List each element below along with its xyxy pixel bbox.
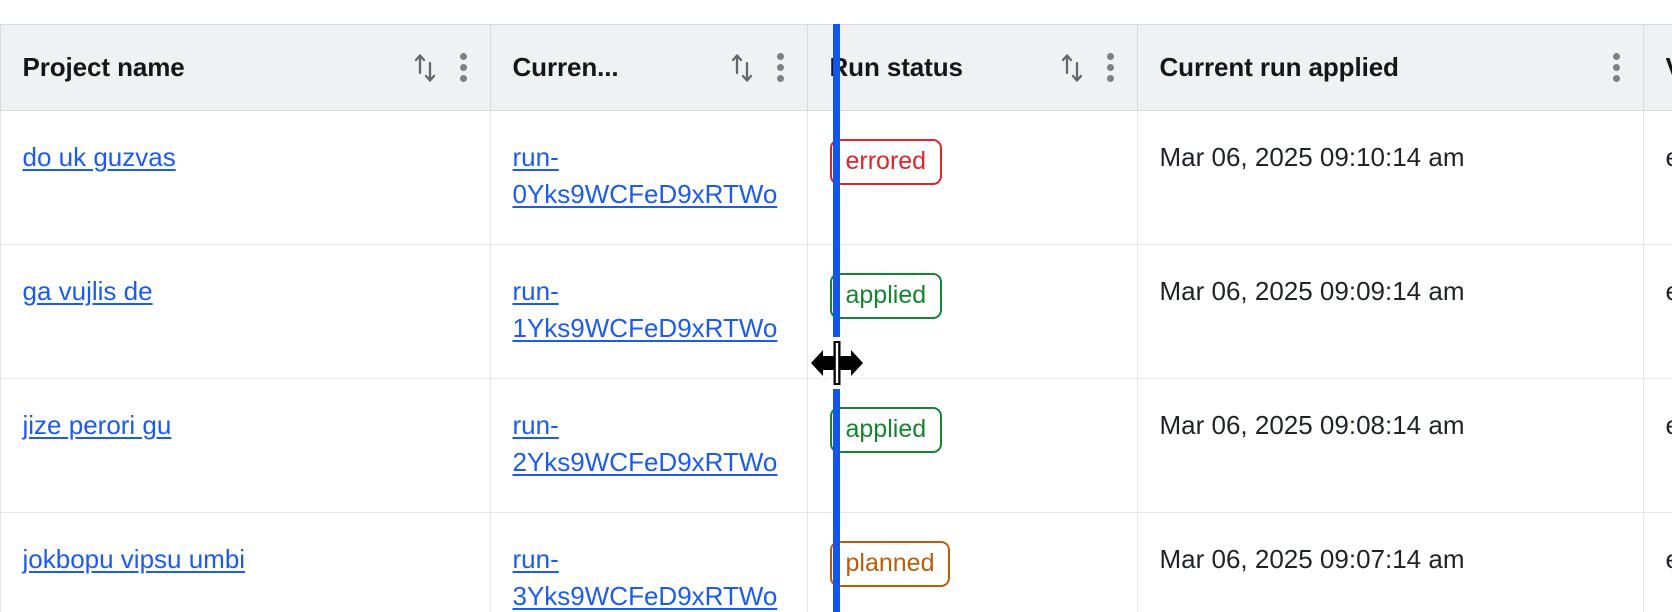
cell-project-name: ga vujlis de bbox=[0, 244, 491, 379]
cell-current-run-applied: Mar 06, 2025 09:10:14 am bbox=[1137, 110, 1644, 245]
cell-project-name: jokbopu vipsu umbi bbox=[0, 512, 491, 612]
column-header-label-project-name: Project name bbox=[22, 52, 185, 82]
cell-current-run: run-3Yks9WCFeD9xRTWo bbox=[490, 512, 808, 612]
cell-current-run-applied: Mar 06, 2025 09:08:14 am bbox=[1137, 378, 1644, 513]
table-header: Project name bbox=[0, 24, 1672, 111]
table-row[interactable]: ga vujlis de run-1Yks9WCFeD9xRTWo applie… bbox=[0, 244, 1672, 379]
kebab-menu-icon[interactable] bbox=[1106, 52, 1115, 83]
project-name-link[interactable]: jokbopu vipsu umbi bbox=[22, 544, 246, 574]
table-body: do uk guzvas run-0Yks9WCFeD9xRTWo errore… bbox=[0, 110, 1672, 612]
cell-partial-right: e bbox=[1643, 110, 1672, 245]
cell-run-status: applied bbox=[807, 378, 1138, 513]
table-scroll-container[interactable]: Project name bbox=[0, 24, 1672, 612]
cell-run-status: errored bbox=[807, 110, 1138, 245]
sort-icon[interactable] bbox=[412, 51, 438, 85]
cell-partial-right: e bbox=[1643, 244, 1672, 379]
kebab-menu-icon[interactable] bbox=[776, 52, 785, 83]
cell-run-status: planned bbox=[807, 512, 1138, 612]
current-run-link[interactable]: run-2Yks9WCFeD9xRTWo bbox=[512, 410, 778, 477]
status-badge: errored bbox=[829, 139, 943, 185]
project-name-link[interactable]: ga vujlis de bbox=[22, 276, 153, 306]
cell-current-run-applied: Mar 06, 2025 09:07:14 am bbox=[1137, 512, 1644, 612]
current-run-link[interactable]: run-3Yks9WCFeD9xRTWo bbox=[512, 544, 778, 611]
table-row[interactable]: do uk guzvas run-0Yks9WCFeD9xRTWo errore… bbox=[0, 110, 1672, 245]
cell-current-run: run-0Yks9WCFeD9xRTWo bbox=[490, 110, 808, 245]
status-badge: applied bbox=[829, 273, 943, 319]
project-name-link[interactable]: do uk guzvas bbox=[22, 142, 176, 172]
column-header-label-current-run: Curren... bbox=[512, 52, 619, 82]
projects-table: Project name bbox=[0, 24, 1672, 612]
status-badge: planned bbox=[829, 541, 951, 587]
cell-partial-right: e bbox=[1643, 378, 1672, 513]
kebab-menu-icon[interactable] bbox=[459, 52, 468, 83]
cell-current-run: run-2Yks9WCFeD9xRTWo bbox=[490, 378, 808, 513]
current-run-link[interactable]: run-0Yks9WCFeD9xRTWo bbox=[512, 142, 778, 209]
cell-current-run: run-1Yks9WCFeD9xRTWo bbox=[490, 244, 808, 379]
column-header-label-partial-right: V bbox=[1666, 52, 1672, 83]
cell-current-run-applied: Mar 06, 2025 09:09:14 am bbox=[1137, 244, 1644, 379]
current-run-link[interactable]: run-1Yks9WCFeD9xRTWo bbox=[512, 276, 778, 343]
column-header-project-name[interactable]: Project name bbox=[0, 24, 491, 111]
column-header-current-run-applied[interactable]: Current run applied bbox=[1137, 24, 1644, 111]
cell-project-name: do uk guzvas bbox=[0, 110, 491, 245]
column-header-run-status[interactable]: Run status bbox=[807, 24, 1138, 111]
column-header-label-current-run-applied: Current run applied bbox=[1159, 52, 1399, 82]
table-header-row: Project name bbox=[0, 24, 1672, 111]
cell-partial-right: e bbox=[1643, 512, 1672, 612]
cell-project-name: jize perori gu bbox=[0, 378, 491, 513]
column-header-label-run-status: Run status bbox=[829, 52, 963, 82]
project-name-link[interactable]: jize perori gu bbox=[22, 410, 172, 440]
cell-run-status: applied bbox=[807, 244, 1138, 379]
column-header-partial-right[interactable]: V bbox=[1643, 24, 1672, 111]
sort-icon[interactable] bbox=[1059, 51, 1085, 85]
column-header-current-run[interactable]: Curren... bbox=[490, 24, 808, 111]
sort-icon[interactable] bbox=[729, 51, 755, 85]
table-row[interactable]: jokbopu vipsu umbi run-3Yks9WCFeD9xRTWo … bbox=[0, 512, 1672, 612]
table-row[interactable]: jize perori gu run-2Yks9WCFeD9xRTWo appl… bbox=[0, 378, 1672, 513]
kebab-menu-icon[interactable] bbox=[1612, 52, 1621, 83]
status-badge: applied bbox=[829, 407, 943, 453]
